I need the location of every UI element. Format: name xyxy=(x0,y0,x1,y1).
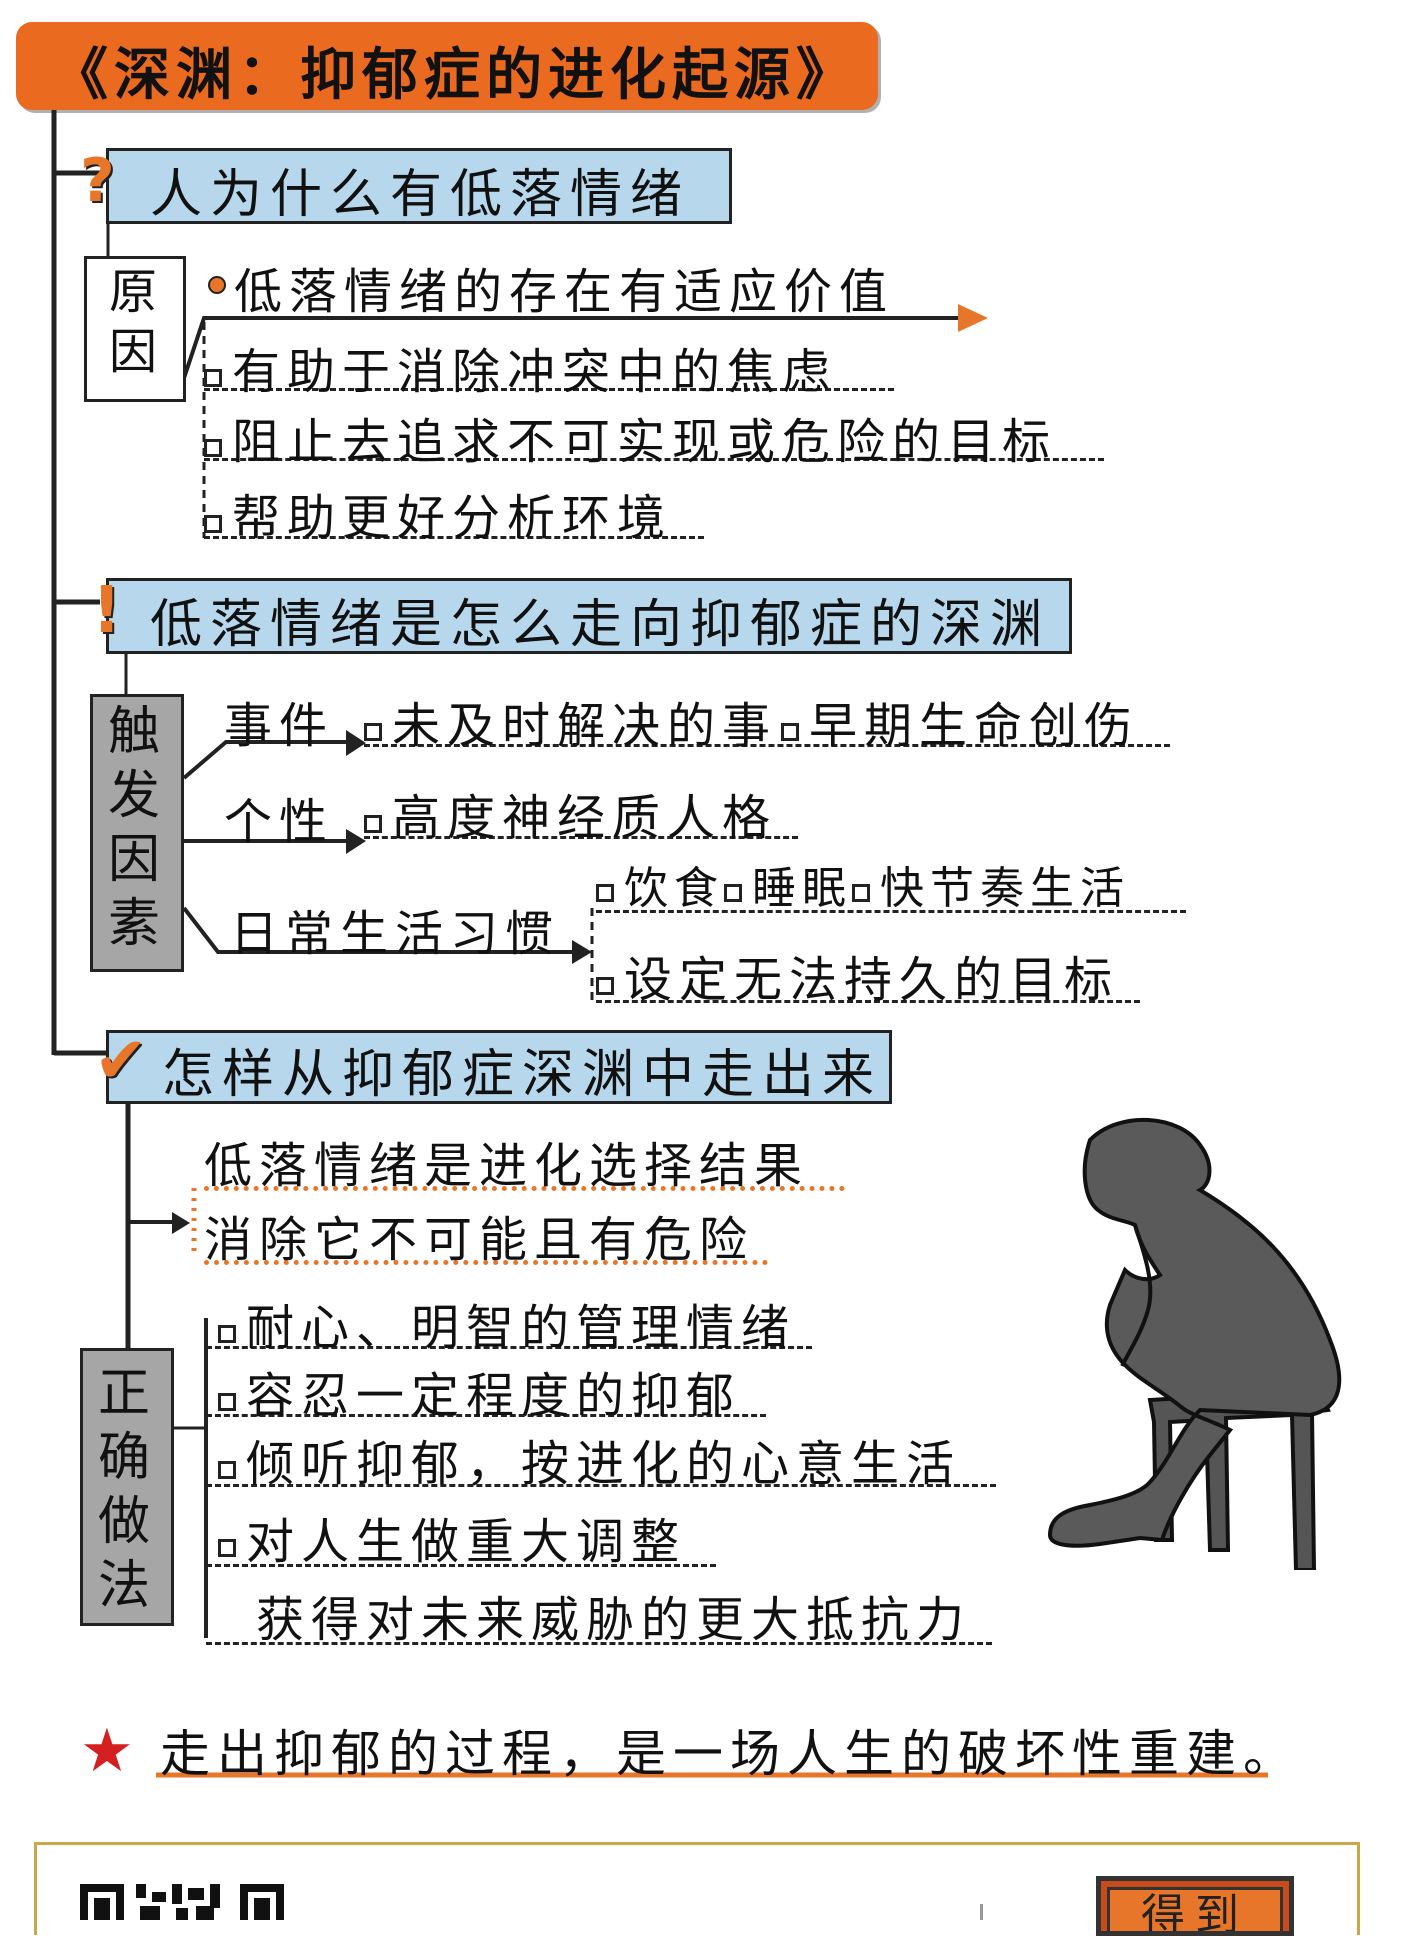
section2-header: 低落情绪是怎么走向抑郁症的深渊 xyxy=(150,595,1051,655)
star-icon: ★ xyxy=(80,1716,134,1786)
reason-label: 原 因 xyxy=(108,264,157,380)
square-bullet-icon xyxy=(218,1324,236,1343)
check-icon: ✔ xyxy=(94,1024,148,1098)
square-bullet-icon xyxy=(218,1460,236,1479)
trigger-label-box xyxy=(90,694,184,972)
premise-line-1: 低落情绪是进化选择结果 xyxy=(204,1126,846,1194)
factor-habits-items-row2: 设定无法持久的目标 xyxy=(596,940,1140,1008)
square-bullet-icon xyxy=(204,438,222,457)
premise-line-2: 消除它不可能且有危险 xyxy=(204,1200,769,1268)
square-bullet-icon xyxy=(596,883,614,902)
method-item: 耐心、明智的管理情绪 xyxy=(206,1288,812,1356)
section3-header-box xyxy=(106,1030,892,1104)
factor-personality-items: 高度神经质人格 xyxy=(364,778,798,846)
square-bullet-icon xyxy=(596,976,614,995)
main-point: 低落情绪的存在有适应价值 xyxy=(234,264,895,320)
footer-frame xyxy=(34,1842,1360,1935)
method-item: 对人生做重大调整 xyxy=(206,1502,716,1570)
method-item: 容忍一定程度的抑郁 xyxy=(206,1356,766,1424)
method-item: 倾听抑郁，按进化的心意生活 xyxy=(206,1424,996,1492)
list-item: 帮助更好分析环境 xyxy=(204,478,704,546)
factor-event-items: 未及时解决的事早期生命创伤 xyxy=(364,686,1170,754)
footer-divider xyxy=(980,1904,983,1920)
section1-header: 人为什么有低落情绪 xyxy=(150,165,691,225)
square-bullet-icon xyxy=(364,814,382,833)
square-bullet-icon xyxy=(204,368,222,387)
square-bullet-icon xyxy=(852,883,870,902)
question-icon: ? xyxy=(80,146,115,216)
factor-event: 事件 xyxy=(224,698,335,754)
page-title: 《深渊：抑郁症的进化起源》 xyxy=(52,42,858,108)
title-banner xyxy=(16,22,878,110)
sad-person-illustration xyxy=(1047,1118,1342,1570)
factor-habits: 日常生活习惯 xyxy=(230,906,561,962)
method-item: 获得对未来威胁的更大抵抗力 xyxy=(206,1580,992,1648)
method-label: 正 确 做 法 xyxy=(97,1364,150,1616)
trigger-label: 触 发 因 素 xyxy=(107,702,160,954)
square-bullet-icon xyxy=(364,722,382,741)
reason-label-box xyxy=(84,256,186,402)
square-bullet-icon xyxy=(218,1392,236,1411)
conclusion-text: 走出抑郁的过程，是一场人生的破坏性重建。 xyxy=(160,1725,1300,1783)
dedao-logo: 得到 xyxy=(1096,1876,1294,1936)
factor-personality: 个性 xyxy=(224,794,335,850)
square-bullet-icon xyxy=(724,883,742,902)
qr-code-icon xyxy=(80,1878,290,1920)
square-bullet-icon xyxy=(218,1538,236,1557)
method-label-box xyxy=(80,1348,174,1626)
factor-habits-items-row1: 饮食睡眠快节奏生活 xyxy=(596,852,1186,914)
orange-bullet-icon xyxy=(208,276,226,294)
square-bullet-icon xyxy=(204,514,222,533)
list-item: 有助于消除冲突中的焦虑 xyxy=(204,332,894,400)
section2-header-box xyxy=(106,578,1072,654)
square-bullet-icon xyxy=(781,722,800,741)
list-item: 阻止去追求不可实现或危险的目标 xyxy=(204,402,1104,470)
section3-header: 怎样从抑郁症深渊中走出来 xyxy=(162,1045,883,1105)
exclamation-icon: ! xyxy=(92,574,122,648)
section1-header-box xyxy=(106,148,732,224)
